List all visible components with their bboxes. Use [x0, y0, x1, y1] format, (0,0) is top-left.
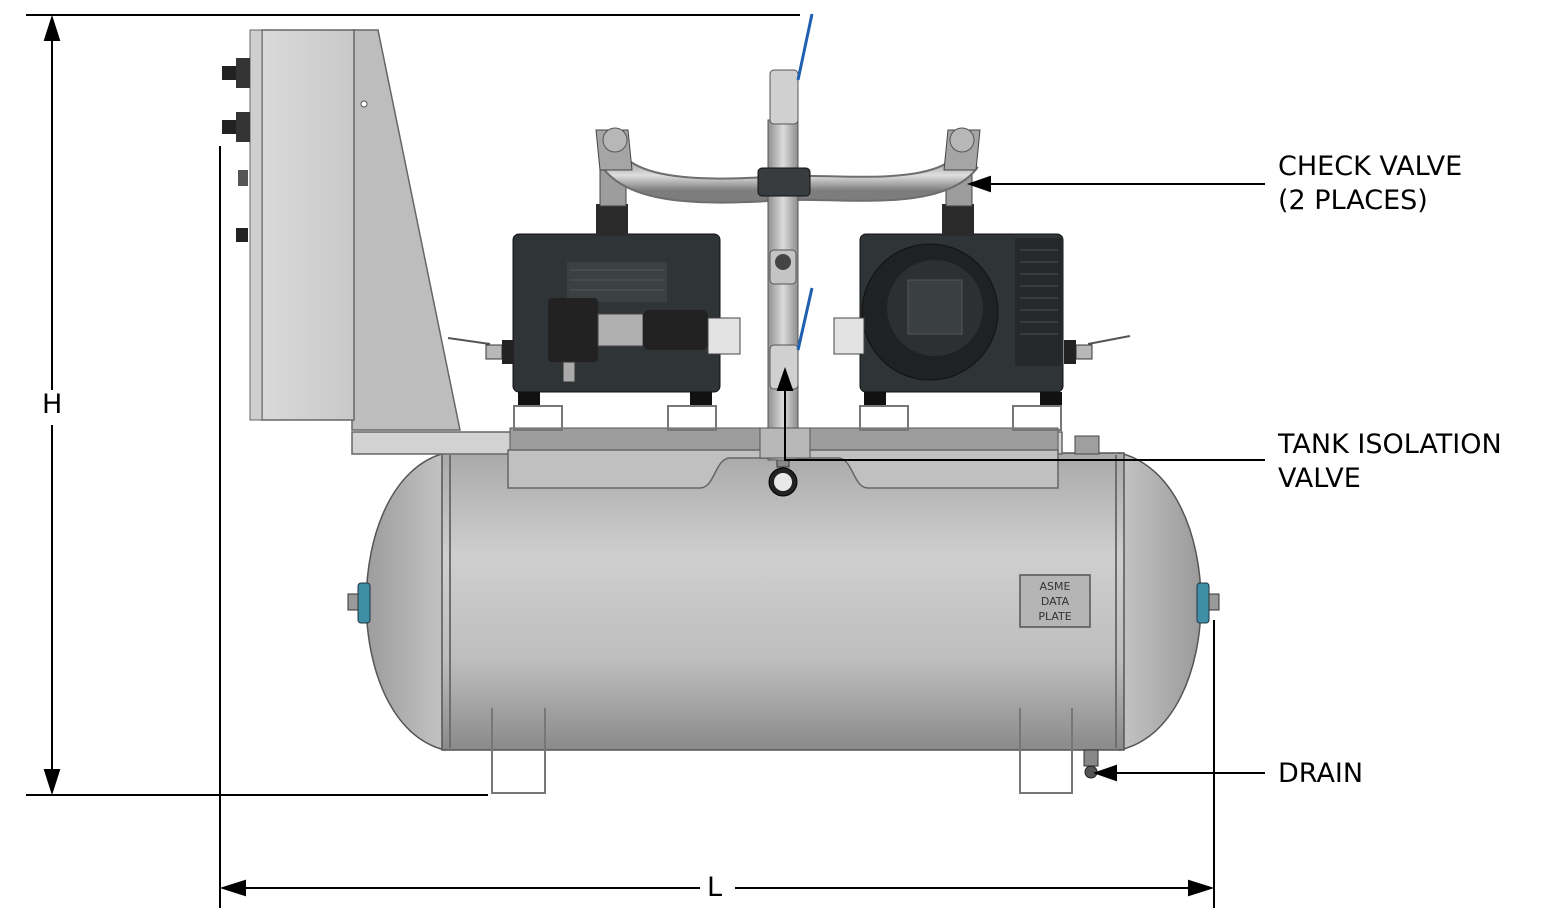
check-valve-callout: CHECK VALVE (2 PLACES)	[1278, 150, 1462, 218]
length-dimension-label: L	[703, 873, 727, 903]
height-dimension	[26, 14, 800, 796]
data-plate-line-2: DATA	[1041, 595, 1070, 608]
data-plate-line-3: PLATE	[1038, 610, 1071, 623]
length-dimension	[219, 146, 1215, 908]
receiver-tank	[347, 435, 1220, 794]
tank-isolation-valve-callout-line-1: TANK ISOLATION	[1278, 429, 1502, 460]
drain-leader	[1092, 764, 1265, 782]
check-valve-callout-line-2: (2 PLACES)	[1278, 185, 1428, 216]
vacuum-pump-right	[833, 167, 1131, 431]
drain-callout-line-1: DRAIN	[1278, 758, 1364, 789]
pilot-light-1	[222, 58, 250, 88]
height-dimension-label: H	[38, 390, 67, 420]
pilot-light-2	[222, 112, 250, 142]
data-plate-line-1: ASME	[1040, 580, 1071, 593]
vacuum-pump-left	[447, 167, 741, 431]
drain-callout: DRAIN	[1278, 757, 1363, 791]
central-riser	[757, 13, 814, 461]
check-valve-leader	[966, 175, 1265, 193]
tank-isolation-valve-leader	[776, 366, 1265, 461]
check-valve-callout-line-1: CHECK VALVE	[1278, 151, 1463, 182]
asme-data-plate: ASME DATA PLATE	[1019, 574, 1091, 628]
tank-isolation-valve-callout-line-2: VALVE	[1278, 463, 1361, 494]
control-panel	[222, 29, 461, 431]
tank-isolation-valve-callout: TANK ISOLATION VALVE	[1278, 428, 1502, 496]
